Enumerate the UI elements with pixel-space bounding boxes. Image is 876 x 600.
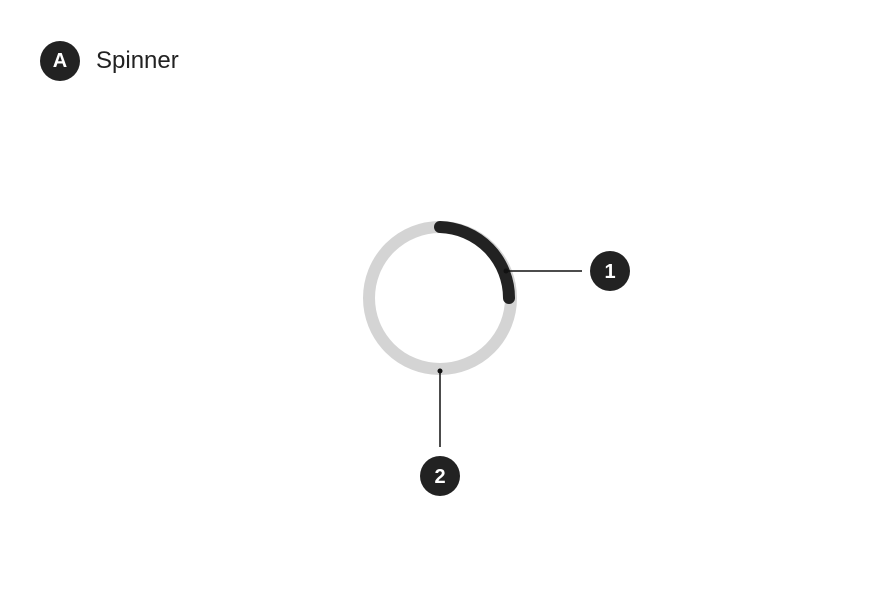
- callout-2-anchor-dot: [437, 368, 443, 374]
- spinner-indicator: [434, 221, 515, 304]
- section-header: A Spinner: [40, 41, 179, 81]
- callout-2-label: 2: [434, 466, 445, 488]
- section-badge: A: [40, 41, 80, 81]
- callout-1-badge: 1: [590, 251, 630, 291]
- section-title: Spinner: [96, 47, 179, 74]
- callout-2-badge: 2: [420, 456, 460, 496]
- callout-1-anchor-dot: [503, 268, 509, 274]
- callout-1-label: 1: [604, 261, 615, 283]
